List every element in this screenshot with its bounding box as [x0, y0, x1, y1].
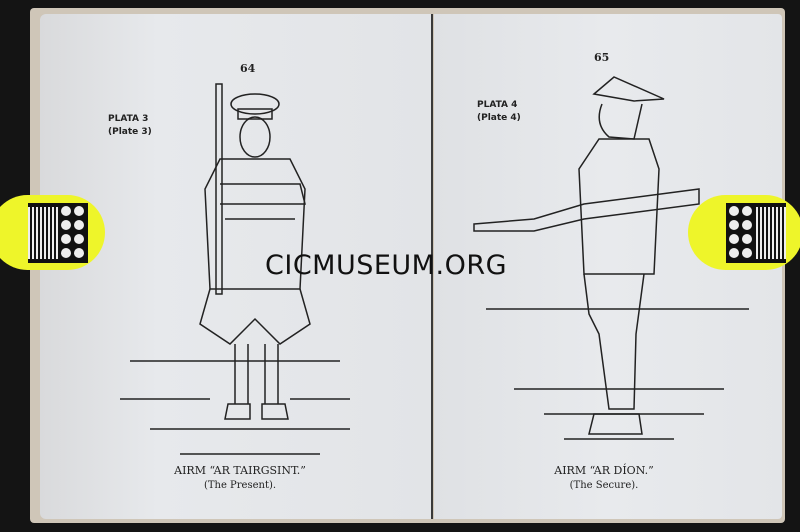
left-page: 64 PLATA 3 (Plate 3) AIRM “AR TAIRGSINT.…	[40, 14, 432, 519]
clip-pattern	[726, 203, 786, 263]
plate-label: PLATA 4 (Plate 4)	[477, 99, 521, 125]
caption-english: (The Present).	[203, 480, 277, 491]
soldier-present-arms-illustration	[120, 83, 350, 455]
caption-irish: AIRM “AR DÍON.”	[554, 464, 654, 477]
caption-irish: AIRM “AR TAIRGSINT.”	[174, 464, 306, 477]
caption: AIRM “AR TAIRGSINT.” (The Present).	[140, 463, 340, 493]
plate-title-en: (Plate 4)	[477, 113, 521, 123]
watermark: CICMUSEUM.ORG	[265, 250, 507, 281]
plate-title: PLATA 3	[108, 114, 149, 124]
soldier-secure-arms-illustration	[473, 76, 749, 440]
page-number: 64	[240, 62, 256, 75]
book-gutter	[431, 14, 433, 519]
caption-english: (The Secure).	[569, 480, 639, 491]
open-book: 64 PLATA 3 (Plate 3) AIRM “AR TAIRGSINT.…	[30, 8, 785, 523]
plate-label: PLATA 3 (Plate 3)	[108, 113, 152, 139]
left-page-clip	[0, 195, 105, 270]
clip-pattern	[28, 203, 88, 263]
page-number: 65	[594, 51, 610, 64]
plate-title: PLATA 4	[477, 100, 518, 110]
plate-title-en: (Plate 3)	[108, 127, 152, 137]
right-page-clip	[688, 195, 800, 270]
caption: AIRM “AR DÍON.” (The Secure).	[534, 463, 674, 493]
